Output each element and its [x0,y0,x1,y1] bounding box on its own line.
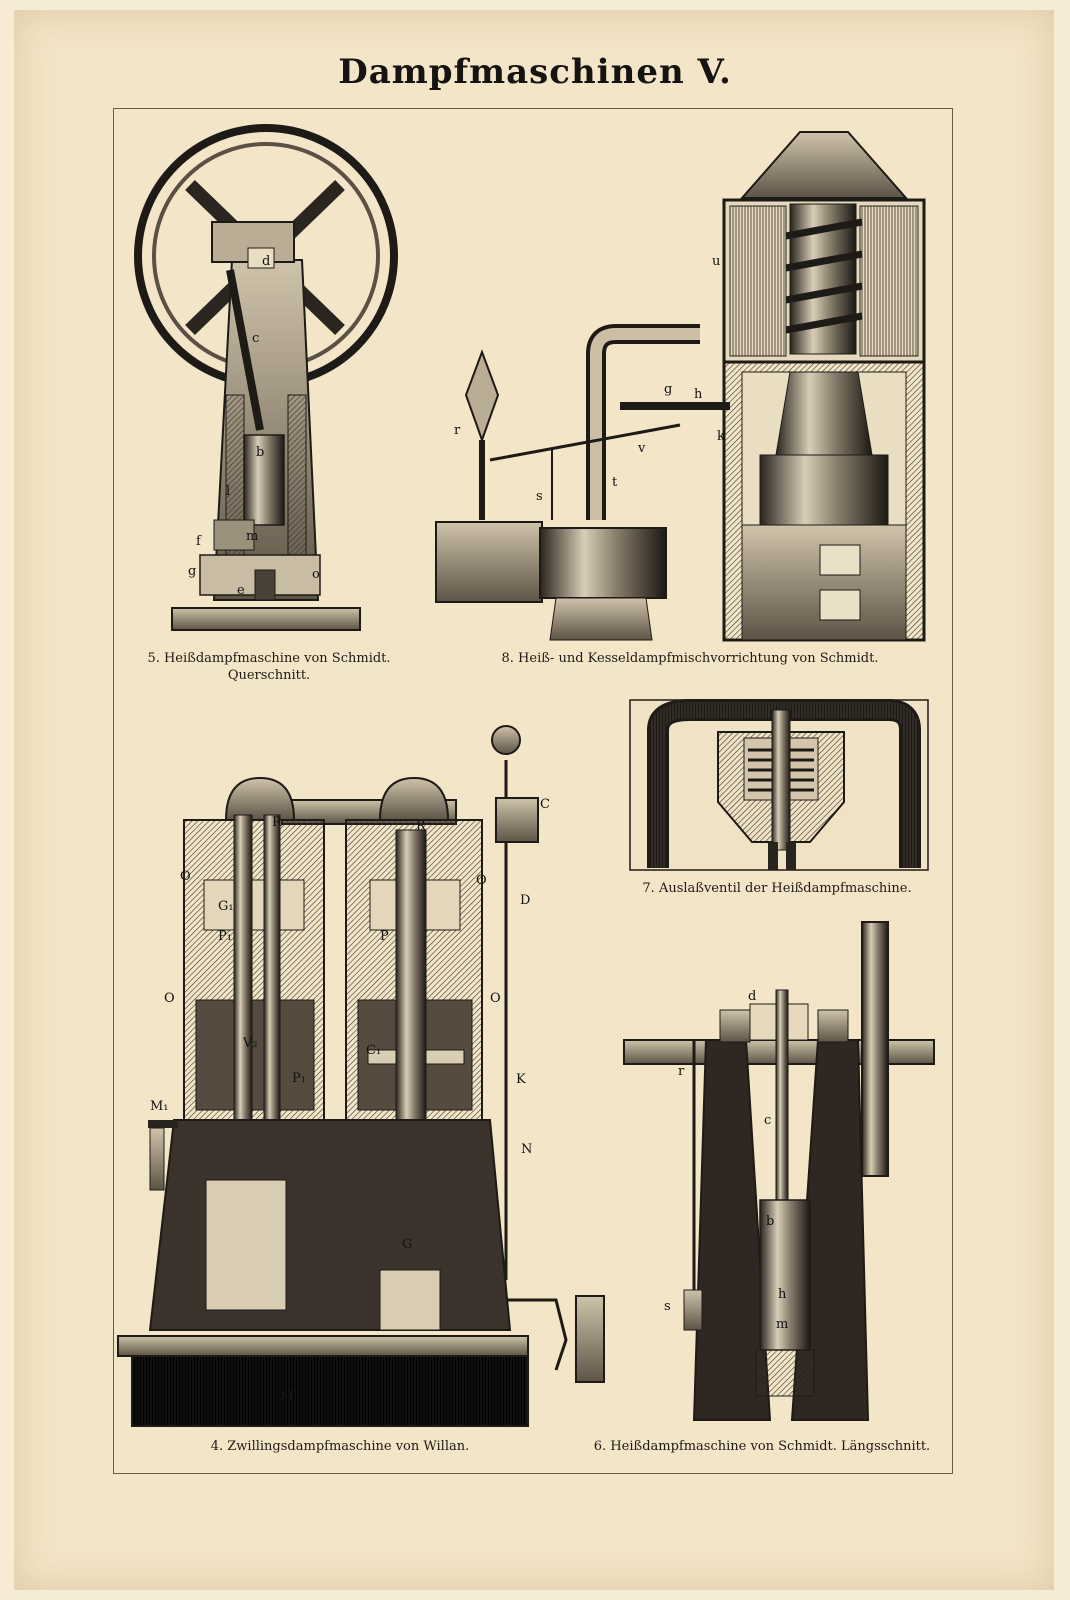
fig4-label-g1: G₁ [218,899,234,914]
fig5-label-e: e [237,583,245,598]
fig5-label-b: b [256,445,264,460]
fig4-label-o4: O [490,991,501,1006]
fig6-illustration: d r c b h m s [623,921,935,1421]
fig8-caption: 8. Heiß- und Kesseldampfmischvorrichtung… [501,651,879,666]
fig5-label-l: l [226,484,230,499]
fig8-label-u: u [712,254,720,269]
fig4-label-p1b: P₁ [292,1071,306,1086]
fig4-label-r2: R [416,819,427,834]
fig6-label-b: b [766,1214,774,1229]
fig5-caption: 5. Heißdampfmaschine von Schmidt. Quersc… [130,650,408,684]
fig6-caption: 6. Heißdampfmaschine von Schmidt. Längss… [593,1439,931,1454]
fig5-label-c: c [252,331,259,346]
plate-title: Dampfmaschinen V. [338,52,732,92]
fig4-label-p: P [380,929,389,944]
fig4-label-m: M [280,1389,293,1404]
plate-frame [113,108,953,1474]
fig8-label-v: v [637,441,646,456]
fig6-label-s: s [664,1299,671,1314]
fig8-label-g: g [664,382,672,397]
fig8-label-h: h [694,387,703,402]
fig4-label-k: K [516,1072,526,1087]
fig7-illustration [629,699,929,871]
fig4-label-m1: M₁ [150,1099,169,1114]
fig4-label-v2: V₂ [242,1036,258,1051]
fig7-caption: 7. Auslaßventil der Heißdampfmaschine. [642,881,912,896]
fig5-caption-line2: Querschnitt. [227,668,311,683]
fig4-label-g: G [402,1237,412,1252]
fig5-illustration: d c b l f m g e o [134,124,398,631]
fig8-label-r: r [454,423,461,438]
fig4-label-c: C [540,797,550,812]
fig4-label-c1: C₁ [366,1043,381,1058]
fig4-label-d: D [520,893,530,908]
fig4-label-o3: O [164,991,175,1006]
fig6-label-c: c [764,1113,771,1128]
fig5-label-m: m [246,529,258,544]
fig4-label-n: N [521,1142,532,1157]
fig6-label-r: r [678,1064,685,1079]
fig5-label-f: f [196,534,202,549]
fig5-caption-line1: 5. Heißdampfmaschine von Schmidt. [147,651,391,666]
fig8-illustration: u g h r v k s t [435,131,926,642]
fig5-label-d: d [262,254,270,269]
fig4-label-o1: O [180,869,191,884]
fig8-label-s: s [536,489,543,504]
fig5-label-g: g [188,564,196,579]
fig4-label-r1: R [272,815,283,830]
fig4-caption: 4. Zwillingsdampfmaschine von Willan. [210,1439,470,1454]
fig8-label-k: k [717,429,725,444]
fig4-label-p1: P₁ [218,929,232,944]
fig6-label-m: m [776,1317,788,1332]
fig4-label-o2: O [476,873,487,888]
fig8-label-t: t [612,475,618,490]
fig6-label-h: h [778,1287,787,1302]
fig6-label-d: d [748,989,756,1004]
fig4-illustration: R R C O O D G₁ P₁ O O V₂ P₁ M₁ K N C₁ P … [117,725,605,1427]
fig5-label-o: o [312,567,320,582]
